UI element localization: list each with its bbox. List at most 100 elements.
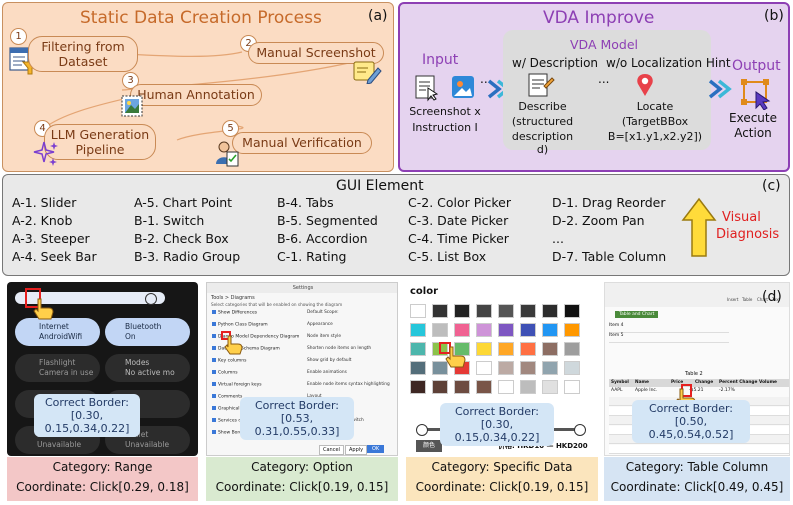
color-swatch[interactable]: [542, 304, 558, 318]
color-swatch[interactable]: [476, 361, 492, 375]
color-swatch[interactable]: [410, 304, 426, 318]
tile-internet[interactable]: Internet AndroidWifi: [15, 318, 100, 346]
color-swatch[interactable]: [454, 304, 470, 318]
checkbox-icon[interactable]: [212, 394, 216, 398]
settings-checkbox-item[interactable]: Columns: [212, 370, 238, 376]
color-swatch[interactable]: [432, 380, 448, 394]
tile-modes[interactable]: Modes No active mo: [105, 354, 190, 382]
color-tag[interactable]: 颜色: [416, 440, 442, 452]
table-header-cell[interactable]: Price: [671, 380, 684, 385]
color-swatch[interactable]: [564, 304, 580, 318]
tile-flashlight[interactable]: Flashlight Camera in use: [15, 354, 100, 382]
gui-c2: C-2. Color Picker: [408, 195, 511, 210]
settings-option: Shorten node items on length: [307, 346, 372, 351]
checkbox-icon[interactable]: [212, 406, 216, 410]
color-swatch[interactable]: [498, 380, 514, 394]
color-swatch[interactable]: [498, 361, 514, 375]
ribbon-tab[interactable]: Table and Chart: [615, 311, 659, 318]
color-swatch[interactable]: [542, 342, 558, 356]
color-swatch[interactable]: [564, 380, 580, 394]
coordinate-label-4: Coordinate: Click[0.49, 0.45]: [610, 480, 784, 494]
color-swatch[interactable]: [564, 323, 580, 337]
checkbox-icon[interactable]: [212, 370, 216, 374]
color-swatch[interactable]: [520, 342, 536, 356]
cancel-button[interactable]: Cancel: [319, 445, 344, 455]
color-swatch[interactable]: [476, 323, 492, 337]
range-handle-left[interactable]: [416, 424, 428, 436]
color-swatch[interactable]: [520, 323, 536, 337]
gui-c3: C-3. Date Picker: [408, 213, 509, 228]
correct-border-label-4: Correct Border: [0.50, 0.45,0.54,0.52]: [632, 400, 750, 443]
color-swatch[interactable]: [542, 323, 558, 337]
color-swatch[interactable]: [432, 323, 448, 337]
color-swatch[interactable]: [564, 342, 580, 356]
settings-checkbox-item[interactable]: Graphical Editor: [212, 406, 254, 412]
tile-bluetooth[interactable]: Bluetooth On: [105, 318, 190, 346]
checkbox-icon[interactable]: [212, 334, 216, 338]
settings-checkbox-item[interactable]: Comments: [212, 394, 242, 400]
describe-doc-icon: [528, 73, 555, 97]
checkbox-icon[interactable]: [212, 430, 216, 434]
table-header-cell[interactable]: Symbol: [611, 380, 629, 385]
color-swatch[interactable]: [476, 304, 492, 318]
color-swatch[interactable]: [432, 304, 448, 318]
toolbar-item[interactable]: Table: [742, 297, 753, 302]
settings-checkbox-item[interactable]: Django Model Dependency Diagram: [212, 334, 299, 340]
step-3-pill: Human Annotation: [130, 84, 262, 106]
color-swatch[interactable]: [542, 361, 558, 375]
table-row: [609, 444, 789, 454]
vda-model-label: VDA Model: [570, 37, 639, 52]
settings-option: Node item style: [307, 334, 341, 339]
table-header-cell[interactable]: Change: [695, 380, 714, 385]
gui-b5: B-5. Segmented: [277, 213, 378, 228]
sparkles-icon: [33, 141, 58, 166]
color-swatch-grid: [410, 304, 596, 404]
up-arrow-icon: [681, 197, 717, 257]
settings-checkbox-item[interactable]: Services diagram: [212, 418, 257, 424]
color-swatch[interactable]: [476, 342, 492, 356]
settings-option: Enable node items syntax highlighting: [307, 382, 390, 387]
toolbar-item[interactable]: Text: [772, 297, 781, 302]
color-swatch[interactable]: [520, 380, 536, 394]
color-swatch[interactable]: [410, 380, 426, 394]
color-swatch[interactable]: [520, 304, 536, 318]
input-caption-1: Screenshot x: [409, 105, 481, 118]
color-swatch[interactable]: [498, 342, 514, 356]
color-swatch[interactable]: [498, 323, 514, 337]
checkbox-icon[interactable]: [212, 418, 216, 422]
settings-checkbox-item[interactable]: Database Schema Diagram: [212, 346, 280, 352]
color-swatch[interactable]: [454, 342, 470, 356]
color-swatch[interactable]: [564, 361, 580, 375]
ok-button[interactable]: OK: [367, 445, 385, 453]
color-swatch[interactable]: [498, 304, 514, 318]
table-header-cell[interactable]: Name: [635, 380, 649, 385]
brightness-slider[interactable]: [15, 292, 165, 304]
checkbox-icon[interactable]: [212, 346, 216, 350]
color-swatch[interactable]: [410, 323, 426, 337]
settings-checkbox-item[interactable]: Show Borders: [212, 430, 249, 436]
toolbar-item[interactable]: Chart: [757, 297, 768, 302]
checkbox-icon[interactable]: [212, 322, 216, 326]
color-swatch[interactable]: [476, 380, 492, 394]
settings-checkbox-item[interactable]: Python Class Diagram: [212, 322, 268, 328]
step-5-number: 5: [222, 120, 239, 137]
range-handle-right[interactable]: [574, 424, 586, 436]
settings-checkbox-item[interactable]: Virtual foreign keys: [212, 382, 262, 388]
color-swatch[interactable]: [520, 361, 536, 375]
checkbox-icon[interactable]: [212, 310, 216, 314]
color-swatch[interactable]: [410, 342, 426, 356]
toolbar-item[interactable]: Insert: [727, 297, 739, 302]
describe-line-3: description d): [511, 130, 574, 156]
settings-checkbox-item[interactable]: Key columns: [212, 358, 247, 364]
color-swatch[interactable]: [432, 361, 448, 375]
table-header-cell[interactable]: Volume: [759, 380, 777, 385]
apply-button[interactable]: Apply: [345, 445, 368, 455]
settings-checkbox-item[interactable]: Show Differences: [212, 310, 257, 316]
color-swatch[interactable]: [410, 361, 426, 375]
color-swatch[interactable]: [542, 380, 558, 394]
color-swatch[interactable]: [454, 323, 470, 337]
checkbox-icon[interactable]: [212, 382, 216, 386]
color-swatch[interactable]: [454, 380, 470, 394]
checkbox-icon[interactable]: [212, 358, 216, 362]
table-header-cell[interactable]: Percent Change: [719, 380, 758, 385]
